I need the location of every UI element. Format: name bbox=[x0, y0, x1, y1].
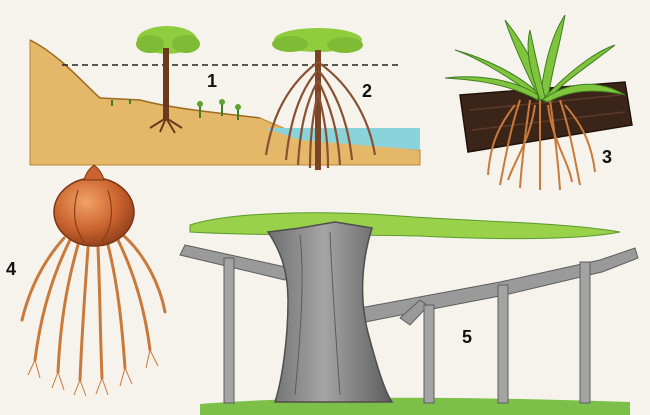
label-2: 2 bbox=[362, 82, 372, 100]
panel-bulb bbox=[22, 165, 165, 396]
label-3: 3 bbox=[602, 148, 612, 166]
label-5: 5 bbox=[462, 328, 472, 346]
soil-slope bbox=[30, 40, 420, 165]
canopy bbox=[190, 213, 620, 239]
panel-banyan bbox=[180, 213, 638, 415]
label-4: 4 bbox=[6, 260, 16, 278]
bulb bbox=[54, 178, 134, 246]
label-1: 1 bbox=[207, 72, 217, 90]
grass bbox=[200, 398, 630, 415]
